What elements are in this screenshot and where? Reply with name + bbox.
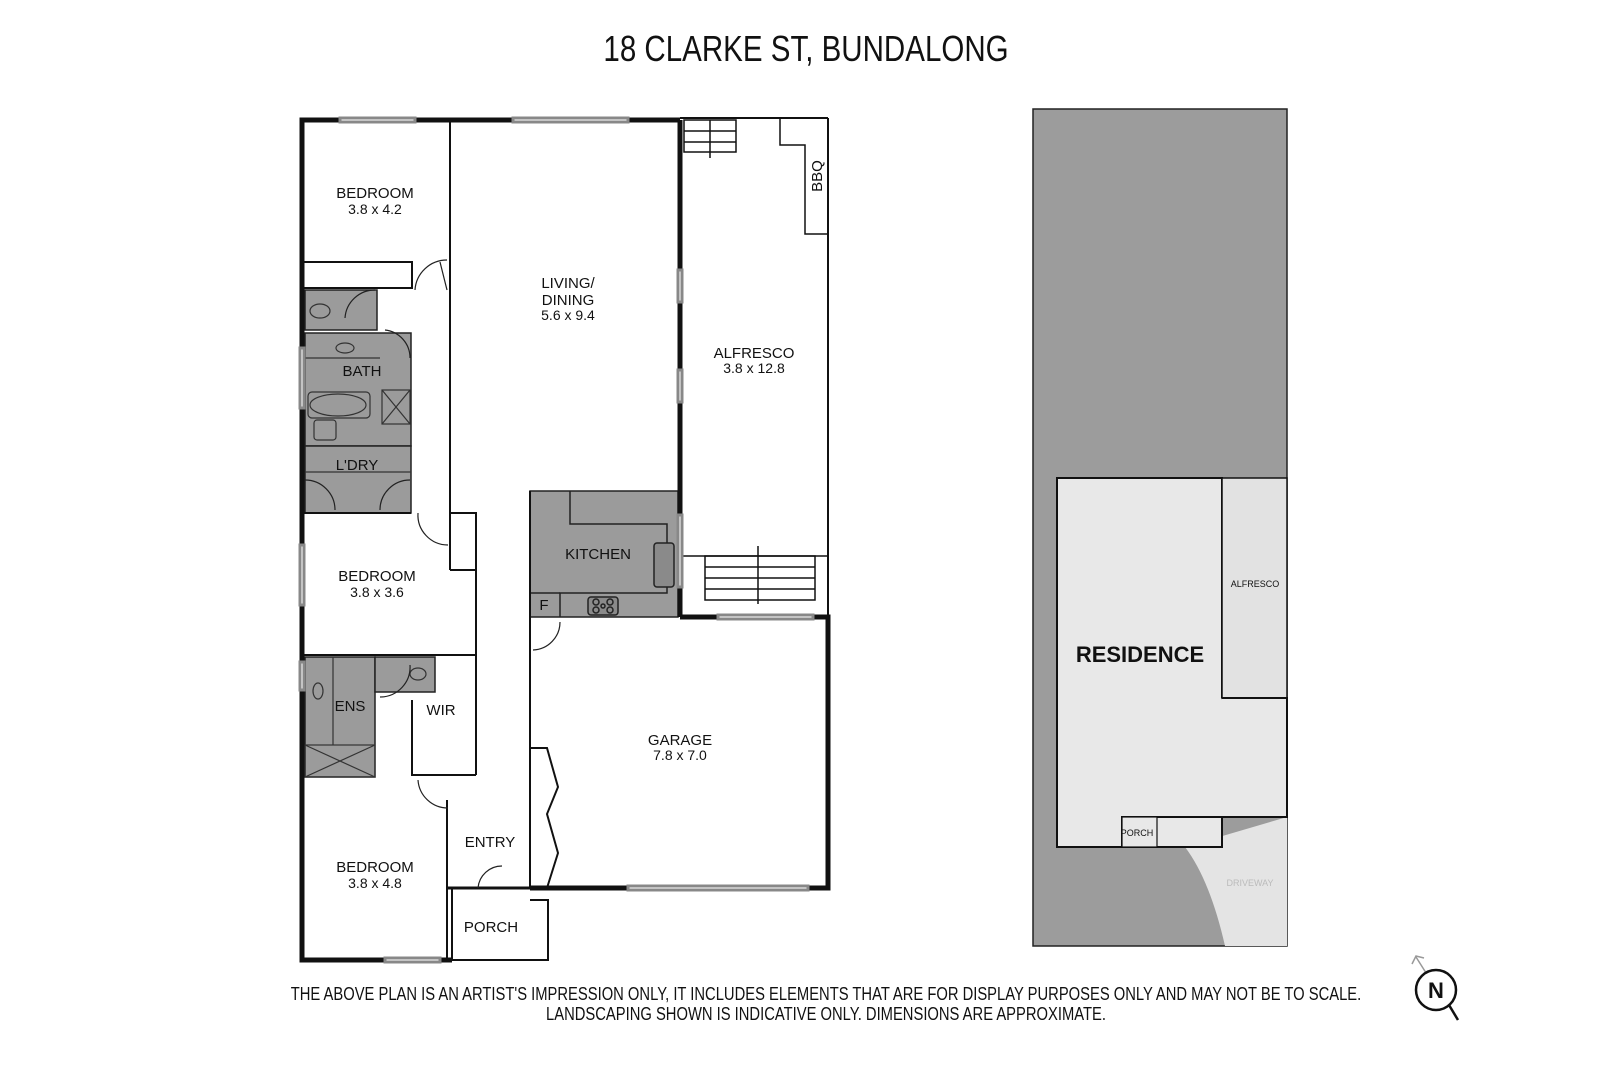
basin-icon [335, 342, 355, 354]
toilet-icon [309, 303, 331, 319]
alfresco-details [680, 118, 828, 604]
room-bedroom-3-dims: 3.8 x 4.8 [348, 875, 402, 891]
room-garage-dims: 7.8 x 7.0 [653, 747, 707, 763]
site-porch-label: PORCH [1121, 828, 1154, 838]
shower-icon [381, 389, 411, 425]
room-living-name-2: DINING [542, 292, 595, 309]
wc-area [304, 289, 378, 331]
bathtub-icon [309, 393, 367, 417]
room-entry-name: ENTRY [465, 834, 516, 851]
room-kitchen-name: KITCHEN [565, 546, 631, 563]
room-laundry-name: L'DRY [336, 457, 379, 474]
kitchen-benches [530, 491, 675, 617]
ensuite-area [304, 656, 376, 778]
site-plan: RESIDENCE ALFRESCO PORCH DRIVEWAY [1032, 108, 1288, 947]
room-living-dims: 5.6 x 9.4 [541, 307, 595, 323]
compass-label: N [1428, 978, 1444, 1003]
site-alfresco-label: ALFRESCO [1231, 579, 1280, 589]
windows [298, 116, 815, 964]
room-alfresco-dims: 3.8 x 12.8 [723, 360, 785, 376]
room-garage-name: GARAGE [648, 732, 712, 749]
bathtub-frame [307, 391, 371, 419]
room-bedroom-2-name: BEDROOM [338, 568, 416, 585]
disclaimer-line-2: LANDSCAPING SHOWN IS INDICATIVE ONLY. DI… [546, 1004, 1106, 1024]
fridge-label: F [539, 597, 548, 614]
site-alfresco [1221, 477, 1288, 699]
site-porch [1121, 816, 1158, 848]
driveway-area [1185, 817, 1287, 946]
ensuite-shower-icon [304, 744, 376, 778]
cooktop-icon [587, 596, 619, 616]
bbq-label: BBQ [809, 160, 826, 192]
room-bedroom-1-name: BEDROOM [336, 185, 414, 202]
room-porch-name: PORCH [464, 919, 518, 936]
room-wir-name: WIR [426, 702, 455, 719]
site-driveway-label: DRIVEWAY [1226, 878, 1273, 888]
laundry-area [304, 445, 412, 514]
room-bath-name: BATH [343, 363, 382, 380]
ensuite-basin-icon [312, 682, 324, 700]
room-living-name-1: LIVING/ [541, 275, 595, 292]
room-bedroom-2-dims: 3.8 x 3.6 [350, 584, 404, 600]
room-ensuite-name: ENS [335, 698, 366, 715]
site-residence-label: RESIDENCE [1076, 642, 1204, 667]
north-arrow-icon: N [1411, 955, 1460, 1021]
ensuite-wc-area [374, 656, 436, 693]
room-labels: BEDROOM 3.8 x 4.2 LIVING/ DINING 5.6 x 9… [335, 160, 826, 936]
room-alfresco-name: ALFRESCO [714, 345, 795, 362]
ensuite-toilet-icon [409, 667, 427, 681]
sink-icon [653, 542, 675, 588]
room-bedroom-3-name: BEDROOM [336, 859, 414, 876]
page-title: 18 CLARKE ST, BUNDALONG [603, 28, 1009, 69]
disclaimer-line-1: THE ABOVE PLAN IS AN ARTIST'S IMPRESSION… [290, 984, 1362, 1004]
doors [304, 259, 561, 889]
site-residence [1056, 477, 1223, 848]
room-bedroom-1-dims: 3.8 x 4.2 [348, 201, 402, 217]
bath-fixtures [304, 303, 427, 778]
laundry-tub-icon [313, 419, 337, 441]
